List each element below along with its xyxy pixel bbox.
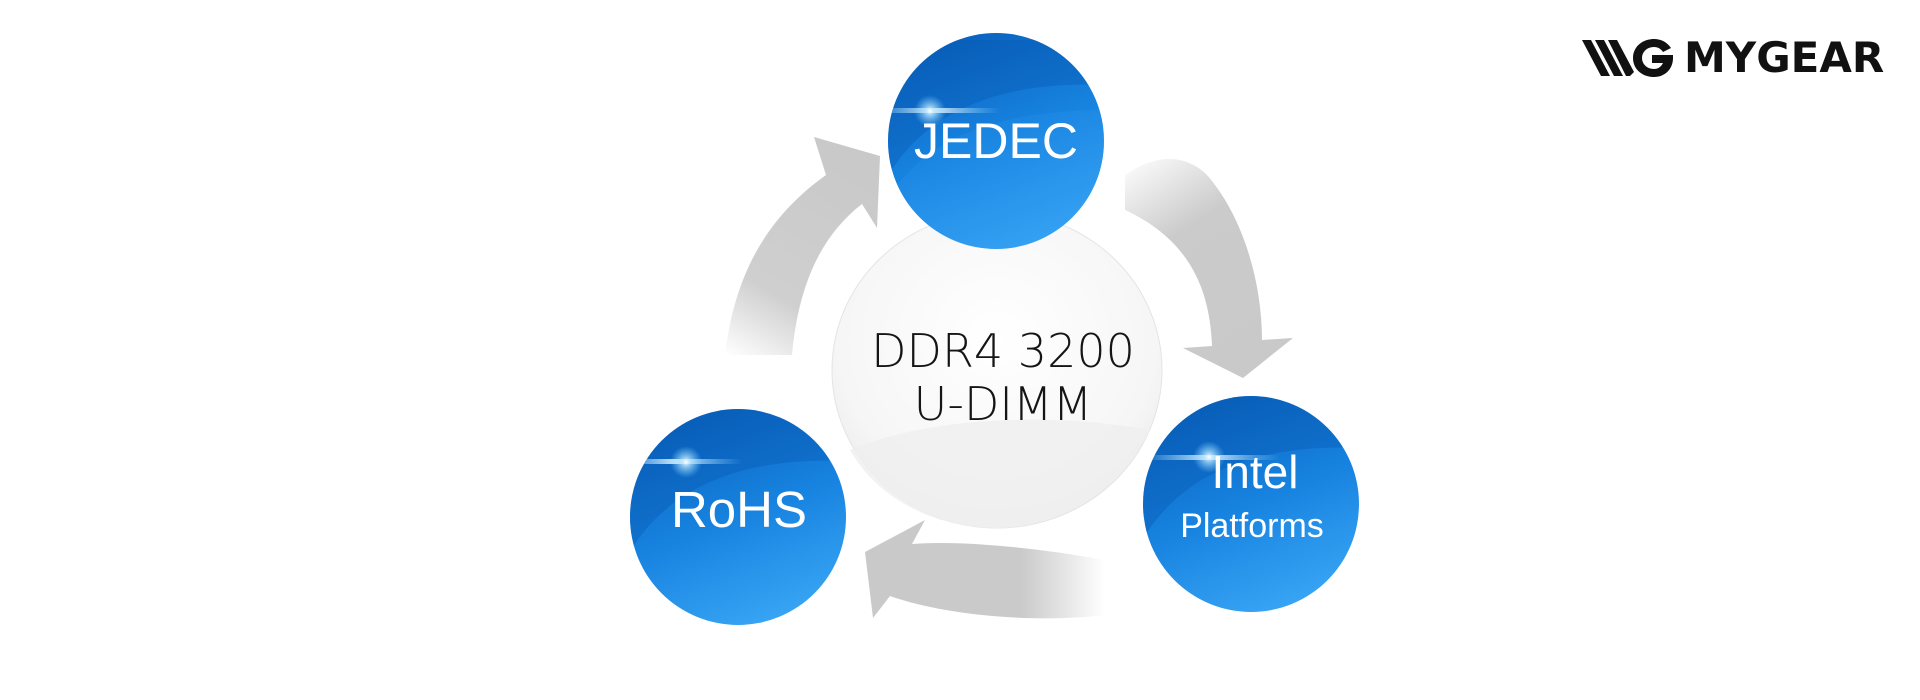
node-intel-platforms: Intel Platforms (1143, 396, 1359, 612)
curved-arrow-icon (1125, 158, 1293, 378)
curved-arrow-icon (725, 137, 880, 355)
mygear-wg-logo-icon (1582, 39, 1673, 77)
node-rohs: RoHS (630, 409, 846, 625)
node-jedec: JEDEC (888, 33, 1104, 249)
brand-logo[interactable]: MYGEAR (1582, 34, 1884, 82)
center-title-line1: DDR4 3200 (871, 324, 1135, 378)
node-jedec-label: JEDEC (914, 113, 1078, 169)
light-flare-icon (670, 446, 702, 478)
node-intel-label-line2: Platforms (1180, 507, 1324, 545)
light-flare-icon (1193, 441, 1225, 473)
center-title-line2: U-DIMM (914, 377, 1093, 431)
brand-name: MYGEAR (1684, 33, 1885, 82)
light-flare-icon (914, 95, 946, 127)
node-rohs-label: RoHS (671, 481, 807, 538)
center-product-circle: DDR4 3200 U-DIMM (831, 211, 1163, 529)
node-intel-label-line1: Intel (1212, 446, 1299, 498)
curved-arrow-icon (865, 520, 1105, 619)
